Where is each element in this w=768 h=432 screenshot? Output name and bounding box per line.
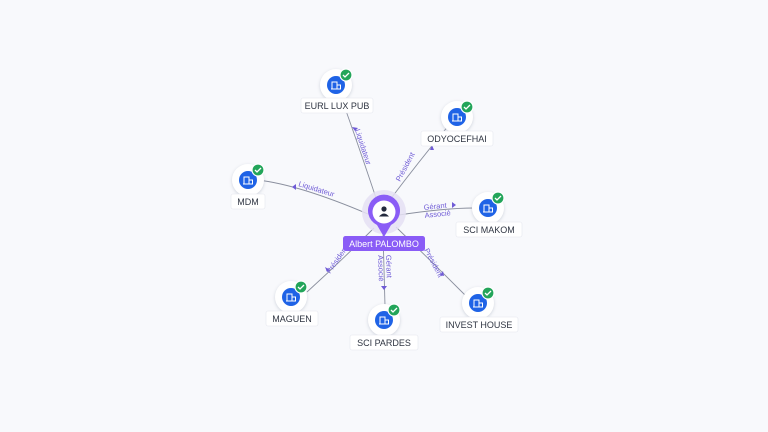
edge-label-sci-pardes: Gérant Associé [376,255,394,282]
verified-badge-icon [491,191,505,205]
arrow-sci-makom [452,202,456,208]
person-icon [379,206,389,217]
company-label-sci-makom: SCI MAKOM [455,221,523,238]
company-name-mdm: MDM [237,197,259,207]
company-node-sci-makom[interactable] [472,191,505,224]
company-label-maguen: MAGUEN [265,310,319,327]
company-building-icon [473,299,483,308]
arrow-sci-pardes [381,286,387,290]
arrow-maguen [325,267,330,272]
center-label-bg [343,236,425,251]
center-person-node[interactable]: Albert PALOMBO [343,190,425,251]
edge-label-eurl-lux-pub: Liquidateur [353,128,373,167]
company-node-odyocefhai[interactable] [441,100,474,133]
edge-maguen [306,227,375,293]
arrow-eurl-lux-pub [352,127,358,131]
company-nodes: EURL LUX PUB ODYOCEFHAI [230,68,523,351]
edge-label-mdm: Liquidateur [297,179,336,199]
company-label-invest-house: INVEST HOUSE [439,316,519,333]
edge-label-sci-makom: Gérant Associé [423,201,451,220]
edge-eurl-lux-pub [344,107,378,202]
verified-badge-icon [339,68,353,82]
company-building-icon [452,113,462,122]
center-person-name: Albert PALOMBO [349,239,419,249]
company-label-sci-pardes: SCI PARDES [349,334,419,351]
company-label-odyocefhai: ODYOCEFHAI [420,130,494,147]
company-node-invest-house[interactable] [462,286,495,319]
company-label-eurl-lux-pub: EURL LUX PUB [300,97,374,114]
arrow-mdm [292,184,296,190]
edge-label-sci-pardes-line1: Gérant [384,255,394,279]
company-building-icon [243,176,253,185]
company-building-icon [483,204,493,213]
company-name-odyocefhai: ODYOCEFHAI [427,134,487,144]
edge-sci-makom [398,207,475,216]
edge-label-sci-makom-line1: Gérant [423,201,448,212]
company-building-icon [379,316,389,325]
company-name-invest-house: INVEST HOUSE [446,320,513,330]
company-node-mdm[interactable] [232,163,265,196]
verified-badge-icon [460,100,474,114]
company-building-icon [286,293,296,302]
company-node-maguen[interactable] [275,280,308,313]
edge-label-odyocefhai: Président [394,150,417,183]
company-node-sci-pardes[interactable] [368,303,401,336]
company-building-icon [331,81,341,90]
edge-label-sci-pardes-line2: Associé [376,255,386,282]
company-node-eurl-lux-pub[interactable] [320,68,353,101]
verified-badge-icon [294,280,308,294]
company-name-sci-makom: SCI MAKOM [463,225,515,235]
edge-label-invest-house: Président [422,247,445,280]
edge-invest-house [395,226,467,297]
company-name-sci-pardes: SCI PARDES [357,338,411,348]
verified-badge-icon [387,303,401,317]
company-name-eurl-lux-pub: EURL LUX PUB [305,101,370,111]
verified-badge-icon [481,286,495,300]
company-name-maguen: MAGUEN [272,314,312,324]
edge-mdm [257,179,369,215]
arrow-invest-house [440,271,444,276]
arrow-odyocefhai [430,145,434,150]
company-label-mdm: MDM [230,193,266,210]
verified-badge-icon [251,163,265,177]
edge-label-sci-makom-line2: Associé [424,208,451,220]
